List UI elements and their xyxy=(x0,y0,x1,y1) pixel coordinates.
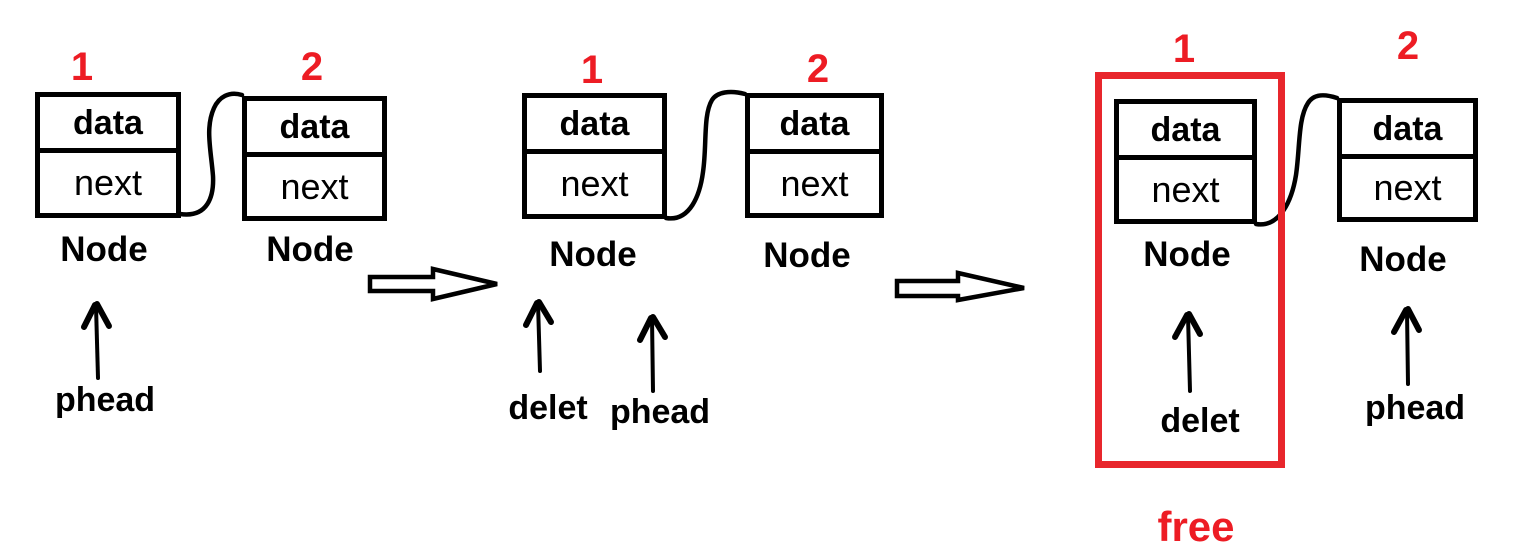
data-field: data xyxy=(750,98,879,154)
transition-arrow-2 xyxy=(894,270,1025,303)
data-label: data xyxy=(779,104,850,143)
next-link-curve-stage1 xyxy=(177,91,245,217)
data-field: data xyxy=(247,101,382,157)
node-number: 1 xyxy=(1172,27,1196,71)
node-number: 1 xyxy=(580,48,604,92)
data-field: data xyxy=(527,98,662,154)
transition-arrow-1 xyxy=(367,266,498,302)
delet-label: delet xyxy=(1160,402,1240,440)
data-field: data xyxy=(40,97,176,153)
node-caption: Node xyxy=(763,236,851,275)
data-field: data xyxy=(1119,104,1252,160)
delet-arrow-stage2 xyxy=(523,299,554,373)
data-field: data xyxy=(1342,103,1473,159)
node-box-1: data next xyxy=(35,92,181,218)
node-box-2: data next xyxy=(242,96,387,221)
next-label: next xyxy=(1373,167,1442,208)
node-caption: Node xyxy=(60,230,148,269)
node-caption: Node xyxy=(1143,235,1231,274)
next-field: next xyxy=(1342,159,1473,217)
next-field: next xyxy=(527,154,662,214)
delet-label: delet xyxy=(508,389,588,427)
node-number: 2 xyxy=(300,45,324,89)
phead-arrow-stage1 xyxy=(81,301,112,380)
node-box-2: data next xyxy=(1337,98,1478,222)
node-caption: Node xyxy=(1359,240,1447,279)
free-label: free xyxy=(1157,503,1235,549)
phead-arrow-stage2 xyxy=(637,314,668,393)
node-caption: Node xyxy=(549,235,637,274)
node-box-1: data next xyxy=(1114,99,1257,224)
freed-node-highlight-box xyxy=(1095,72,1285,468)
data-label: data xyxy=(73,103,143,142)
next-link-curve-stage2 xyxy=(663,89,748,221)
node-box-2: data next xyxy=(745,93,884,218)
next-field: next xyxy=(40,153,176,213)
next-label: next xyxy=(780,162,849,204)
phead-arrow-stage3 xyxy=(1391,306,1422,386)
phead-label: phead xyxy=(609,393,711,431)
data-label: data xyxy=(1150,110,1221,149)
data-label: data xyxy=(559,104,630,143)
delet-arrow-stage3 xyxy=(1172,311,1203,393)
next-label: next xyxy=(73,162,143,203)
node-caption: Node xyxy=(266,230,354,269)
node-box-1: data next xyxy=(522,93,667,219)
next-label: next xyxy=(280,165,349,207)
next-field: next xyxy=(750,154,879,213)
next-label: next xyxy=(560,163,629,204)
phead-label: phead xyxy=(1364,389,1466,427)
data-label: data xyxy=(1372,109,1443,148)
phead-label: phead xyxy=(54,381,156,419)
data-label: data xyxy=(279,107,350,146)
node-number: 1 xyxy=(70,45,94,89)
next-field: next xyxy=(247,157,382,216)
node-number: 2 xyxy=(806,47,830,91)
next-field: next xyxy=(1119,160,1252,219)
node-number: 2 xyxy=(1396,24,1420,68)
next-label: next xyxy=(1151,168,1220,210)
